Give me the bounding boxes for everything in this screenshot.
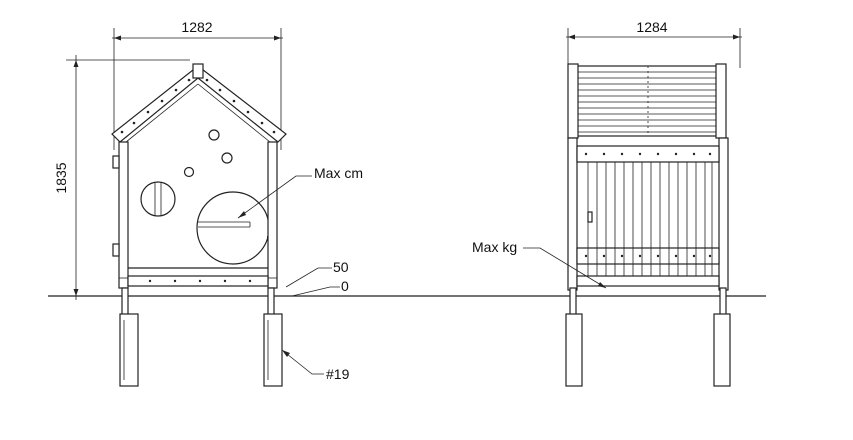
level-ground-label: 0 (341, 278, 349, 294)
level-callouts: 50 0 (285, 259, 349, 297)
leg-left (119, 313, 139, 387)
max-cm-label: Max cm (314, 165, 363, 181)
post-ref-callout: #19 (281, 349, 350, 382)
side-width-label: 1284 (636, 19, 667, 35)
roof (111, 63, 287, 143)
vertical-slats (587, 162, 713, 276)
front-width-label: 1282 (181, 19, 212, 35)
roof-ridge-cap (192, 63, 204, 79)
side-leg-left (565, 313, 583, 387)
porthole-small (221, 152, 233, 164)
side-leg-right (713, 313, 731, 387)
mid-rail (576, 247, 720, 265)
slatted-roof (567, 63, 727, 139)
porthole-small (183, 166, 195, 178)
side-width-dimension: 1284 (566, 19, 742, 68)
side-post-left (567, 137, 578, 291)
post-right (267, 141, 278, 289)
max-cm-callout: Max cm (237, 165, 363, 219)
front-width-dimension: 1282 (112, 19, 283, 150)
front-bottom-rail (127, 275, 269, 287)
height-dimension: 1835 (53, 55, 190, 300)
leg-right (263, 313, 283, 387)
max-kg-callout: Max kg (472, 239, 607, 289)
bottom-rail (576, 275, 720, 287)
post-ref-label: #19 (326, 366, 350, 382)
side-view: 1284 (472, 19, 742, 387)
side-legs (565, 287, 731, 387)
front-view: 1282 1835 (53, 19, 363, 387)
max-kg-label: Max kg (472, 239, 517, 255)
post-left (118, 141, 129, 289)
crawl-hole (196, 191, 270, 265)
side-panel (567, 137, 729, 291)
round-window (140, 181, 176, 217)
side-post-right (718, 137, 729, 291)
front-legs (119, 287, 283, 387)
front-posts (112, 141, 278, 289)
top-rail (576, 145, 720, 163)
height-label: 1835 (53, 162, 69, 193)
level-top-label: 50 (333, 259, 349, 275)
porthole-small (208, 129, 220, 141)
